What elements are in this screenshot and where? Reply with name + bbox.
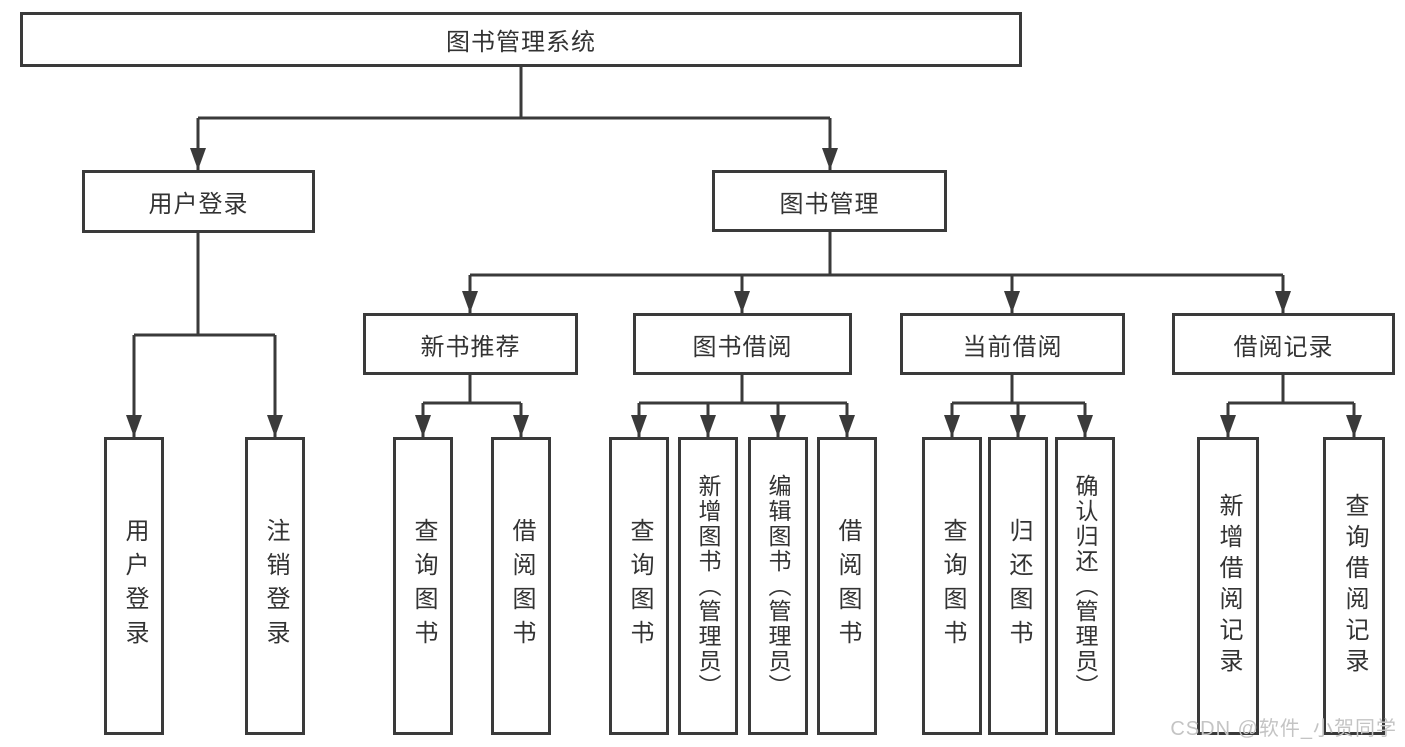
node-leaf-borrow-books-1-label: 借阅图书 [508, 518, 535, 654]
node-leaf-user-login-label: 用户登录 [121, 518, 148, 654]
node-borrowing-records: 借阅记录 [1172, 313, 1395, 375]
csdn-watermark: CSDN @软件_小贺同学 [1170, 718, 1397, 740]
node-new-book-recommendation-label: 新书推荐 [420, 333, 521, 361]
node-borrowing-records-label: 借阅记录 [1233, 333, 1334, 361]
node-leaf-edit-books-admin: 编辑图书（管理员） [748, 437, 808, 735]
node-leaf-query-books-1: 查询图书 [393, 437, 453, 735]
node-book-borrowing: 图书借阅 [633, 313, 852, 375]
connector-records-to-leaves [1228, 375, 1354, 405]
node-leaf-borrow-books-2-label: 借阅图书 [834, 518, 861, 654]
node-leaf-borrow-books-1: 借阅图书 [491, 437, 551, 735]
connector-bookborrow-to-leaves [639, 375, 847, 405]
node-leaf-confirm-return-admin-label: 确认归还（管理员） [1072, 473, 1098, 699]
node-leaf-query-books-3: 查询图书 [922, 437, 982, 735]
node-current-borrowing: 当前借阅 [900, 313, 1125, 375]
node-leaf-return-books: 归还图书 [988, 437, 1048, 735]
connector-bookmgmt-to-level3 [470, 232, 1283, 277]
node-book-borrowing-label: 图书借阅 [692, 333, 793, 361]
node-leaf-add-borrow-record: 新增借阅记录 [1197, 437, 1259, 735]
node-library-system: 图书管理系统 [20, 12, 1022, 67]
connector-newbook-to-leaves [423, 375, 521, 405]
node-user-login-label: 用户登录 [148, 191, 249, 218]
node-leaf-logout-label: 注销登录 [262, 518, 289, 654]
node-book-management: 图书管理 [712, 170, 947, 232]
node-new-book-recommendation: 新书推荐 [363, 313, 578, 375]
node-leaf-query-books-1-label: 查询图书 [410, 518, 437, 654]
node-leaf-query-books-2: 查询图书 [609, 437, 669, 735]
node-leaf-query-books-3-label: 查询图书 [939, 518, 966, 654]
node-leaf-return-books-label: 归还图书 [1005, 518, 1032, 654]
node-leaf-borrow-books-2: 借阅图书 [817, 437, 877, 735]
node-leaf-confirm-return-admin: 确认归还（管理员） [1055, 437, 1115, 735]
node-leaf-logout: 注销登录 [245, 437, 305, 735]
node-leaf-user-login: 用户登录 [104, 437, 164, 735]
node-current-borrowing-label: 当前借阅 [962, 333, 1063, 361]
node-leaf-add-books-admin-label: 新增图书（管理员） [695, 473, 721, 699]
node-user-login: 用户登录 [82, 170, 315, 233]
node-leaf-add-borrow-record-label: 新增借阅记录 [1215, 493, 1242, 679]
connector-userlogin-to-leaves [134, 233, 275, 337]
node-leaf-query-borrow-record-label: 查询借阅记录 [1341, 493, 1368, 679]
node-library-system-label: 图书管理系统 [446, 29, 596, 56]
node-leaf-query-books-2-label: 查询图书 [626, 518, 653, 654]
node-leaf-edit-books-admin-label: 编辑图书（管理员） [765, 473, 791, 699]
connector-root-to-level2 [198, 67, 830, 120]
node-leaf-add-books-admin: 新增图书（管理员） [678, 437, 738, 735]
connector-currentborrow-to-leaves [952, 375, 1085, 405]
node-book-management-label: 图书管理 [779, 190, 880, 218]
node-leaf-query-borrow-record: 查询借阅记录 [1323, 437, 1385, 735]
